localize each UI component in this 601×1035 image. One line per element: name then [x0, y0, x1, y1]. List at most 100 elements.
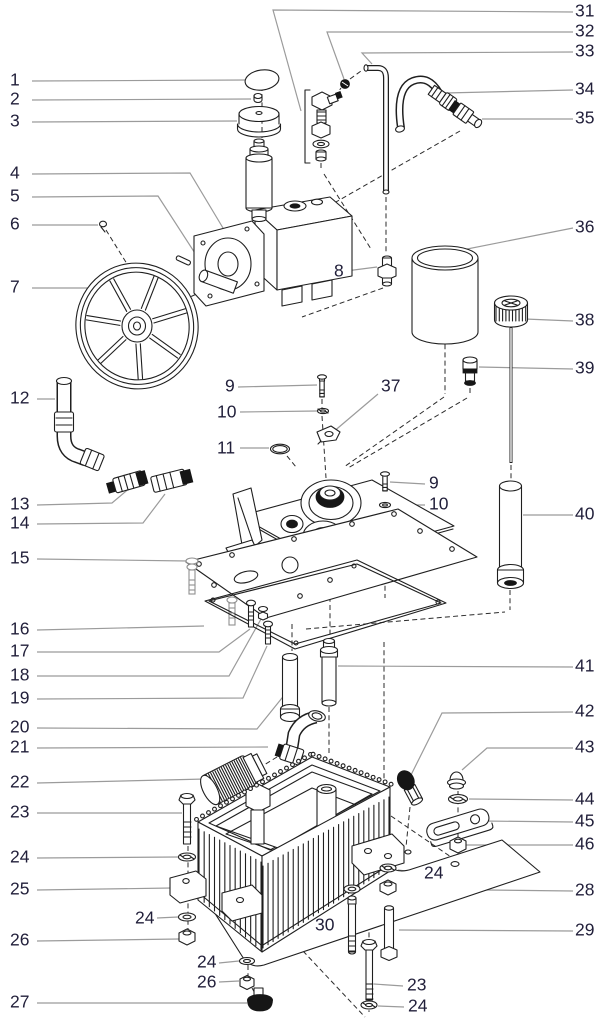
- leader-line: [36, 558, 189, 562]
- part-7-belt-pulley: [75, 262, 199, 390]
- callout-42: 42: [575, 701, 594, 721]
- part-11-o-ring: [269, 443, 291, 455]
- callout-33: 33: [575, 41, 594, 61]
- pump-gearbox-body: [193, 196, 353, 307]
- leader-line: [218, 960, 240, 964]
- leader-line: [31, 120, 238, 123]
- callout-26: 26: [197, 972, 216, 992]
- leader-line: [410, 711, 574, 776]
- callout-35: 35: [575, 108, 594, 128]
- callout-19: 19: [10, 688, 29, 708]
- callout-24: 24: [408, 996, 428, 1016]
- leader-line: [360, 51, 574, 65]
- callout-4: 4: [10, 163, 20, 183]
- part-10-lock-washer: [378, 501, 392, 509]
- callout-24: 24: [197, 952, 217, 972]
- part-24-lock-washer: [360, 1000, 378, 1010]
- part-23-bolt: [178, 792, 196, 845]
- callout-23: 23: [10, 802, 29, 822]
- part-42-plug: [396, 770, 424, 806]
- part-37-clip: [316, 425, 341, 445]
- part-44-washer: [447, 793, 469, 805]
- part-24-lock-washer: [379, 863, 397, 873]
- callout-1: 1: [10, 70, 20, 90]
- pump-shaft: [198, 269, 238, 294]
- leader-line: [451, 227, 574, 253]
- callout-36: 36: [575, 217, 594, 237]
- callout-labels: 1234567121314151617181920212223242526272…: [10, 1, 595, 1016]
- callout-23: 23: [407, 975, 426, 995]
- part-1-oval-gasket: [244, 69, 280, 91]
- leader-line: [373, 983, 404, 987]
- leader-line: [36, 938, 180, 942]
- part-4-pump-piston: [245, 138, 273, 223]
- leader-line: [337, 665, 574, 668]
- leader-line: [37, 618, 262, 677]
- part-6-set-screw: [98, 220, 108, 233]
- callout-32: 32: [575, 21, 594, 41]
- reservoir-standpipes: [245, 783, 337, 846]
- part-22-inlet-strainer: [200, 752, 268, 806]
- callout-41: 41: [575, 656, 594, 676]
- part-13-elbow-fitting: [106, 470, 149, 494]
- callout-3: 3: [10, 111, 20, 131]
- rim-serration: [194, 751, 394, 822]
- leader-line: [36, 856, 179, 859]
- callout-27: 27: [10, 992, 29, 1012]
- leader-line: [156, 916, 179, 919]
- part-40-filter-tube: [496, 480, 525, 590]
- leader-line: [468, 798, 574, 801]
- leader-line: [36, 746, 269, 749]
- part-36-filter-canister: [411, 245, 479, 345]
- parts: [53, 64, 541, 1012]
- leader-line: [36, 486, 132, 506]
- part-46-nut: [449, 836, 467, 854]
- leader-line: [31, 172, 230, 239]
- leader-line: [326, 31, 573, 80]
- part-3-filler-cap: [236, 105, 282, 138]
- part-14-nipple-fitting: [150, 468, 194, 493]
- leader-line: [389, 481, 426, 485]
- callout-40: 40: [575, 504, 595, 524]
- leader-line: [272, 9, 574, 112]
- leader-line: [36, 493, 166, 525]
- callout-18: 18: [10, 665, 29, 685]
- callout-39: 39: [575, 358, 594, 378]
- callout-44: 44: [575, 789, 595, 809]
- part-38-dipstick-cap: [493, 295, 529, 463]
- part-29-standoff-bolt: [380, 905, 398, 962]
- callout-24: 24: [424, 863, 444, 883]
- callout-11: 11: [217, 438, 235, 458]
- part-33-return-tube: [363, 64, 390, 195]
- part-23-bolt: [360, 938, 378, 1001]
- thread-hatches: [183, 111, 388, 1000]
- callout-16: 16: [10, 619, 29, 639]
- part-5-shaft-key: [175, 255, 191, 266]
- part-8-fitting: [377, 255, 397, 287]
- part-45-strap: [426, 808, 494, 848]
- leader-line: [461, 747, 573, 771]
- leader-lines: [31, 9, 574, 1008]
- callout-7: 7: [10, 277, 20, 297]
- leader-line: [377, 1005, 405, 1008]
- leader-line: [444, 89, 574, 94]
- part-41-tube: [319, 637, 339, 707]
- part-10-lock-washer: [316, 407, 330, 415]
- part-43-acorn-nut: [446, 771, 467, 790]
- leader-line: [398, 929, 574, 932]
- part-20-return-tube: [279, 652, 301, 723]
- callout-43: 43: [575, 737, 594, 757]
- leader-line: [478, 366, 574, 370]
- part-24-lock-washer: [238, 956, 256, 966]
- leader-line: [36, 625, 205, 631]
- leader-line: [218, 980, 240, 983]
- callout-24: 24: [135, 908, 155, 928]
- part-18-washer-nut: [257, 605, 269, 621]
- part-26-nut: [239, 974, 255, 991]
- leader-line: [239, 410, 318, 413]
- callout-34: 34: [575, 79, 595, 99]
- callout-15: 15: [10, 548, 29, 568]
- callout-6: 6: [10, 214, 20, 234]
